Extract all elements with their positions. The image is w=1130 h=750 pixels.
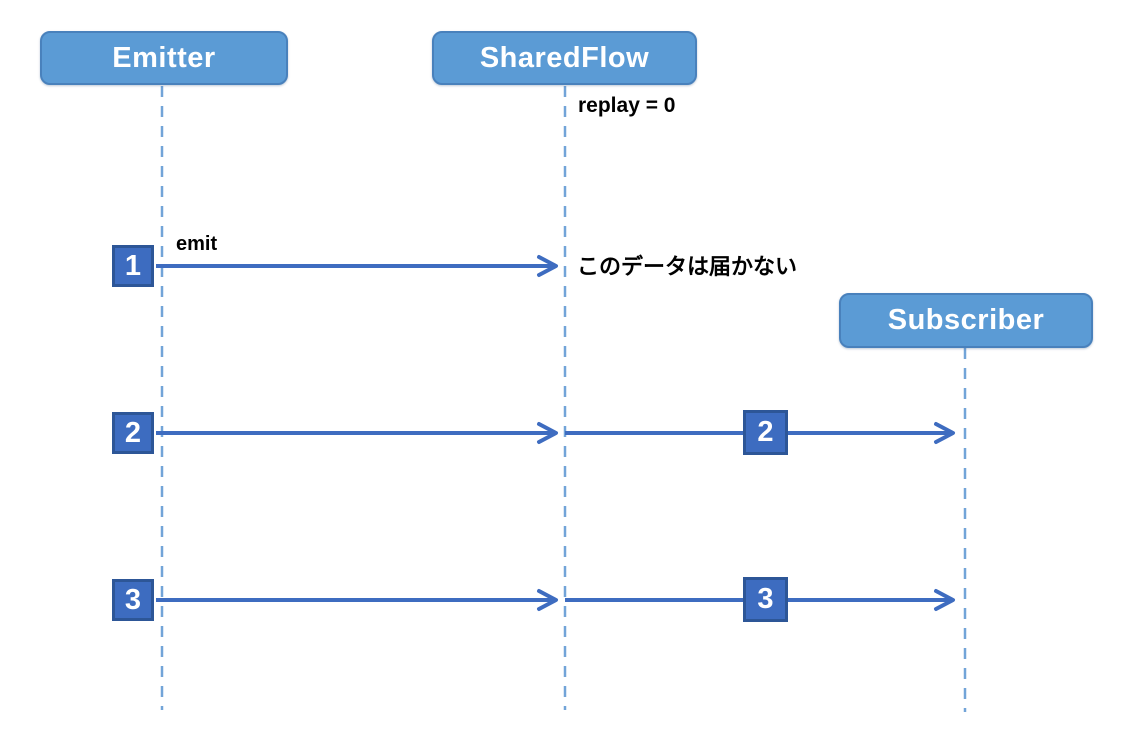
badge-event-1-number: 1 — [124, 249, 142, 282]
actor-box-sharedflow: SharedFlow — [432, 31, 697, 85]
badge-relay-3-number: 3 — [757, 583, 774, 615]
replay-annotation: replay = 0 — [578, 94, 676, 117]
badge-event-3: 3 — [112, 579, 154, 621]
badge-relay-3: 3 — [743, 577, 788, 622]
actor-label-subscriber: Subscriber — [887, 304, 1045, 336]
actor-label-sharedflow: SharedFlow — [479, 41, 650, 74]
actor-box-subscriber: Subscriber — [839, 293, 1093, 348]
badge-relay-2: 2 — [743, 410, 788, 455]
actor-box-emitter: Emitter — [40, 31, 288, 85]
badge-event-2-number: 2 — [124, 416, 142, 449]
emit-label: emit — [176, 233, 218, 255]
badge-event-1: 1 — [112, 245, 154, 287]
badge-event-3-number: 3 — [124, 583, 142, 616]
actor-label-emitter: Emitter — [112, 41, 216, 74]
badge-relay-2-number: 2 — [757, 416, 774, 448]
undelivered-note: このデータは届かない — [577, 254, 798, 279]
badge-event-2: 2 — [112, 412, 154, 454]
